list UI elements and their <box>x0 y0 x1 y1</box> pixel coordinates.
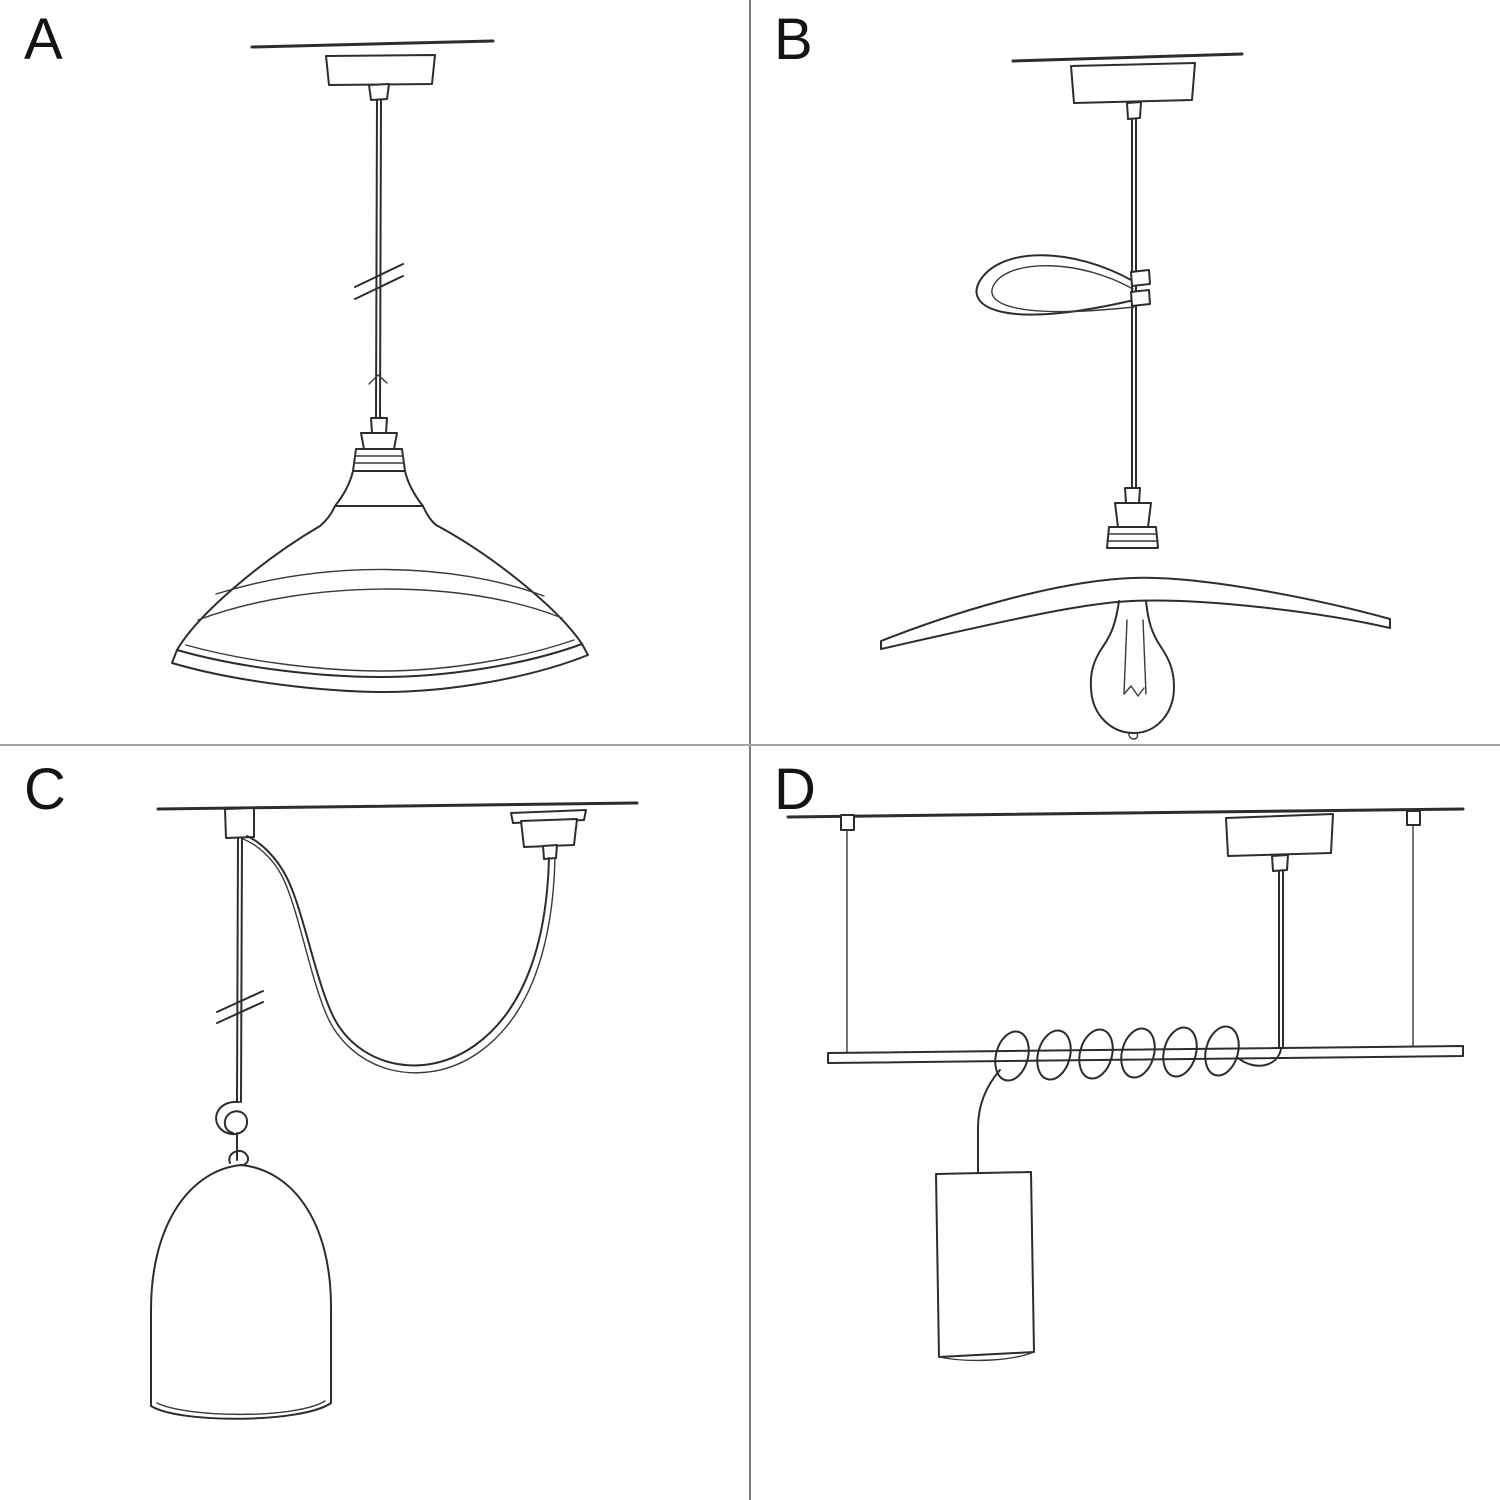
stem-cable-d <box>1278 870 1284 1050</box>
bell-shade-c <box>150 1150 332 1420</box>
horizontal-divider <box>0 744 1500 746</box>
horizontal-bar-d <box>827 1045 1464 1064</box>
coiled-cable-d <box>977 1025 1282 1175</box>
flat-plate-shade-b <box>880 576 1391 650</box>
panel-option-c: C <box>0 750 750 1500</box>
sketch-swag-bell-shade-icon <box>150 801 639 1420</box>
lamp-holder-b <box>1106 487 1159 549</box>
cable-hook-loop-b <box>975 254 1151 316</box>
suspension-wires-d <box>846 824 1414 1058</box>
panel-a-label: A <box>24 7 64 72</box>
panel-d-label: D <box>774 757 817 822</box>
swag-cable-c <box>242 835 556 1074</box>
drop-cable-c <box>215 837 264 1161</box>
cable-a <box>354 99 404 419</box>
panel-option-b: B <box>750 0 1500 750</box>
ceiling-c <box>156 801 639 860</box>
lamp-holder-a <box>334 417 424 507</box>
sketch-suspended-bar-tube-shade-icon <box>786 807 1465 1362</box>
sketch-pendant-plate-shade-icon <box>880 52 1391 740</box>
ceiling-a <box>250 39 495 101</box>
sketch-pendant-bowl-shade-icon <box>171 39 589 693</box>
tube-shade-d <box>935 1171 1035 1362</box>
vertical-divider <box>749 0 751 1500</box>
panel-option-a: A <box>0 0 750 750</box>
ceiling-b <box>1011 52 1244 120</box>
light-bulb-b <box>1089 600 1175 740</box>
panel-c-label: C <box>24 757 67 822</box>
panel-b-label: B <box>774 7 814 72</box>
bowl-shade-a <box>171 505 589 693</box>
ceiling-d <box>786 807 1465 872</box>
panel-option-d: D <box>750 750 1500 1500</box>
